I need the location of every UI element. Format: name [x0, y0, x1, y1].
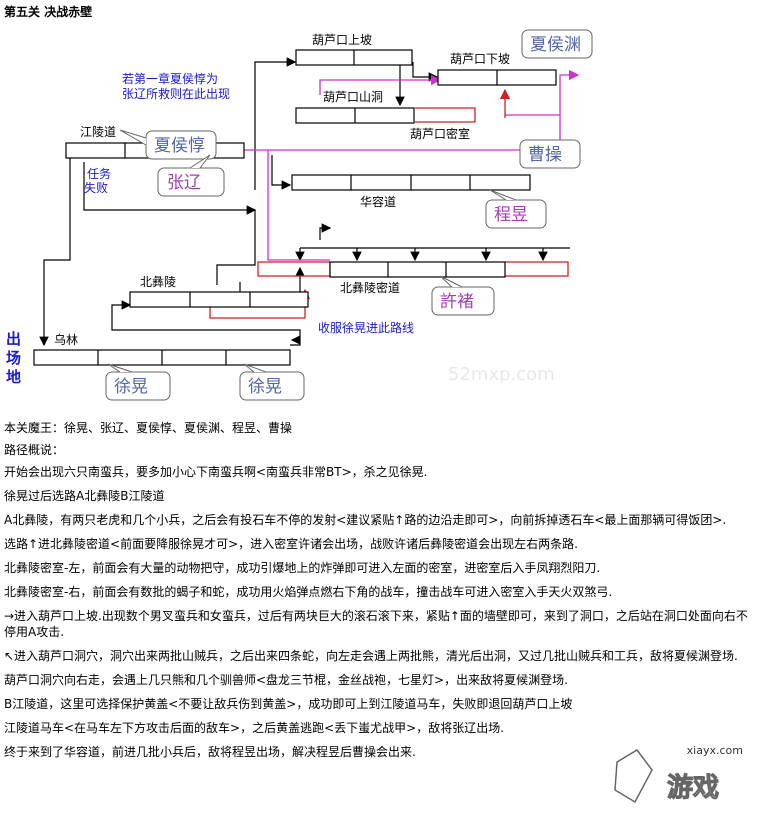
label-wulin: 乌林	[54, 332, 78, 347]
paragraph: 江陵道马车<在马车左下方攻击后面的敌车>，之后黄盖逃跑<丢下蚩尤战甲>，敌将张辽…	[4, 721, 505, 735]
paragraph: →进入葫芦口上坡.出现数个男叉蛮兵和女蛮兵，过后有两块巨大的滚石滚下来，紧贴↑面…	[4, 609, 748, 639]
label-jianglingdao: 江陵道	[80, 125, 116, 139]
paragraph: 终于来到了华容道，前进几批小兵后，敌将程昱出场，解决程昱后曹操会出来.	[4, 745, 416, 759]
start-char-2: 场	[6, 349, 21, 367]
note-line-1: 若第一章夏侯惇为	[122, 71, 218, 86]
label-huarongdao: 华容道	[360, 194, 396, 209]
boss-xu-huang-b: 徐晃	[248, 377, 282, 397]
site-watermark: xiayx.com	[686, 744, 743, 757]
guide-text: 本关魔王：徐晃、张辽、夏侯惇、夏侯渊、程昱、曹操 路径概说： 开始会出现六只南蛮…	[4, 420, 752, 768]
note-line-2: 张辽所救则在此出现	[122, 86, 230, 101]
start-char-1: 出	[6, 330, 21, 348]
boss-xu-huang-a: 徐晃	[114, 377, 148, 397]
label-beiyiling: 北彝陵	[140, 274, 176, 289]
start-char-3: 地	[6, 368, 21, 386]
paragraph: 北彝陵密室-左，前面会有大量的动物把守，成功引爆地上的炸弹即可进入左面的密室，进…	[4, 561, 601, 575]
label-hulukou-shandong: 葫芦口山洞	[323, 90, 383, 104]
route-map: 葫芦口上坡 葫芦口下坡 葫芦口山洞 葫芦口密室 江陵道 华容道 北彝陵 北彝陵密…	[6, 29, 593, 401]
label-hulukou-shangpo: 葫芦口上坡	[312, 33, 372, 47]
site-logo: 游戏	[614, 749, 720, 804]
task-fail-2: 失败	[84, 180, 108, 195]
paragraph: ↖进入葫芦口洞穴，洞穴出来两批山贼兵，之后出来四条蛇，向左走会遇上两批熊，清光后…	[4, 649, 738, 663]
label-hulukou-mishi: 葫芦口密室	[410, 126, 470, 141]
boss-xu-chu: 許褚	[440, 292, 474, 312]
paragraph: 徐晃过后选路A北彝陵B江陵道	[4, 489, 165, 503]
boss-cheng-yu: 程昱	[494, 205, 528, 225]
boss-xiahou-dun: 夏侯惇	[154, 136, 205, 156]
task-fail-1: 任务	[87, 166, 111, 181]
paragraph: 开始会出现六只南蛮兵，要多加小心下南蛮兵啊<南蛮兵非常BT>，杀之见徐晃.	[4, 465, 428, 479]
route-heading: 路径概说：	[4, 443, 65, 457]
box-beiyiling	[129, 291, 309, 308]
boss-zhang-liao: 张辽	[167, 173, 201, 193]
box-beiyiling-midao	[329, 261, 506, 278]
map-watermark: 52mxp.com	[448, 364, 555, 385]
paragraph: 北彝陵密室-右，前面会有数批的蝎子和蛇，成功用火焰弹点燃右下角的战车，撞击战车可…	[4, 585, 613, 599]
logo-game-text: 游戏	[667, 773, 719, 803]
persuade-note: 收服徐晃进此路线	[318, 320, 414, 335]
paragraph: A北彝陵，有两只老虎和几个小兵，之后会有投石车不停的发射<建议紧贴↑路的边沿走即…	[4, 513, 727, 527]
bosses-line: 本关魔王：徐晃、张辽、夏侯惇、夏侯渊、程昱、曹操	[4, 421, 293, 435]
paragraph: 葫芦口洞穴向右走，会遇上几只熊和几个驯兽师<盘龙三节棍，金丝战袍，七星灯>，出来…	[4, 673, 568, 687]
label-beiyiling-midao: 北彝陵密道	[340, 280, 400, 295]
page-title: 第五关 决战赤壁	[4, 5, 93, 19]
label-hulukou-xiapo: 葫芦口下坡	[450, 52, 510, 66]
route-lines	[39, 57, 570, 347]
magenta-lines	[240, 69, 580, 261]
boss-xiahou-yuan: 夏侯渊	[530, 35, 581, 55]
paragraph: B江陵道，这里可选择保护黄盖<不要让敌兵伤到黄盖>，成功即可上到江陵道马车，失败…	[4, 697, 573, 711]
paragraph: 选路↑进北彝陵密道<前面要降服徐晃才可>，进入密室许诸会出场，战败许诸后彝陵密道…	[4, 537, 578, 551]
boss-cao-cao: 曹操	[528, 145, 562, 165]
